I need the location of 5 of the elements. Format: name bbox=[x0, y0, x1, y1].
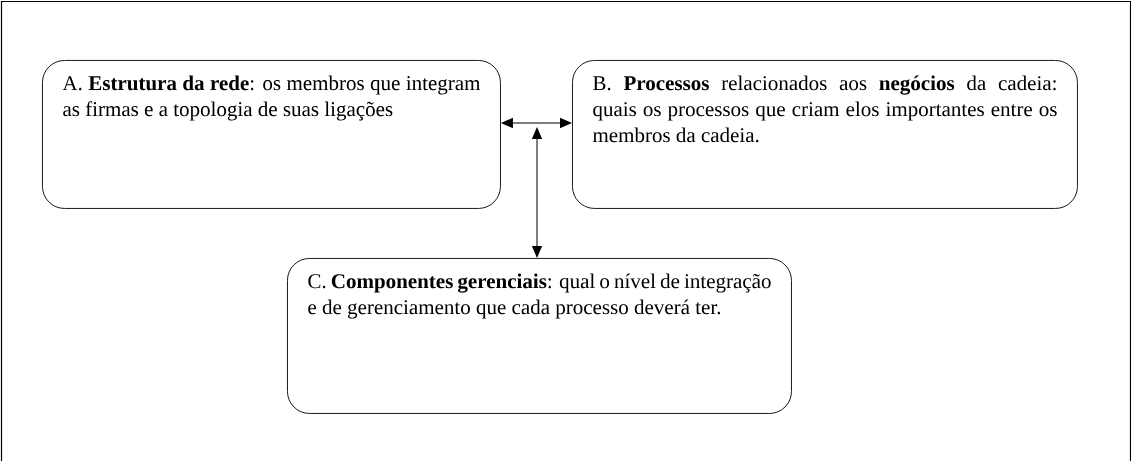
text-box: C. Componentes gerenciais: qual o nível de integração e de gerenciamento que cada processo deverá ter. bbox=[287, 258, 792, 414]
text-box: A. Estrutura da rede: os membros que integram as firmas e a topologia de suas ligações bbox=[42, 60, 501, 209]
arrow bbox=[532, 127, 542, 258]
text-box: B. Processos relacionados aos negócios da cadeia: quais os processos que criam elos importantes entre os membros da cadeia. bbox=[572, 60, 1078, 209]
arrow bbox=[501, 118, 572, 128]
